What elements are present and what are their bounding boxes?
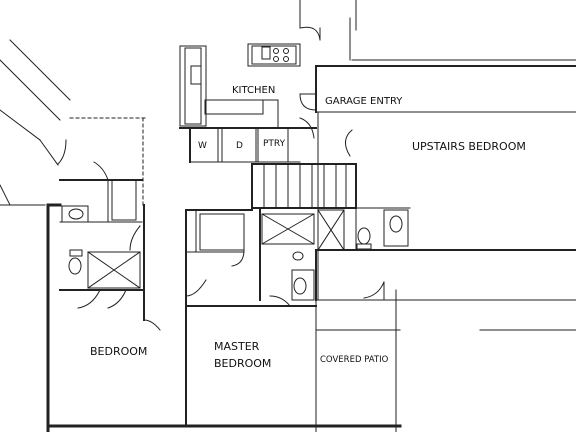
room-labels: KITCHEN GARAGE ENTRY UPSTAIRS BEDROOM W …: [90, 85, 526, 370]
master-shower: [261, 213, 315, 245]
dryer-label: D: [236, 141, 243, 151]
bedroom-label: BEDROOM: [90, 345, 147, 358]
left-bath: [57, 139, 145, 321]
staircase: [251, 163, 357, 209]
upstairs-bath: [315, 207, 411, 251]
kitchen-label: KITCHEN: [232, 85, 275, 96]
bath-sink-icon: [68, 208, 84, 220]
garage-entry-label: GARAGE ENTRY: [325, 96, 403, 107]
covered-patio-label: COVERED PATIO: [320, 355, 389, 365]
master-toilet-icon: [293, 277, 307, 295]
vanity-box: [383, 209, 409, 247]
sink-icon: [389, 215, 403, 233]
washer-label: W: [198, 141, 207, 151]
kitchen-sink-icon: [190, 65, 202, 85]
upstairs-bedroom-label: UPSTAIRS BEDROOM: [412, 140, 526, 153]
master-closet: [199, 213, 245, 251]
bath-tub: [87, 251, 141, 289]
bath-toilet-icon: [68, 257, 82, 275]
master-label-line1: MASTER: [214, 340, 260, 353]
toilet-icon: [357, 227, 371, 245]
bedroom-walls: [143, 209, 385, 427]
pantry-label: PTRY: [263, 139, 286, 149]
master-label-line2: BEDROOM: [214, 357, 271, 370]
kitchen-area: [179, 26, 353, 163]
